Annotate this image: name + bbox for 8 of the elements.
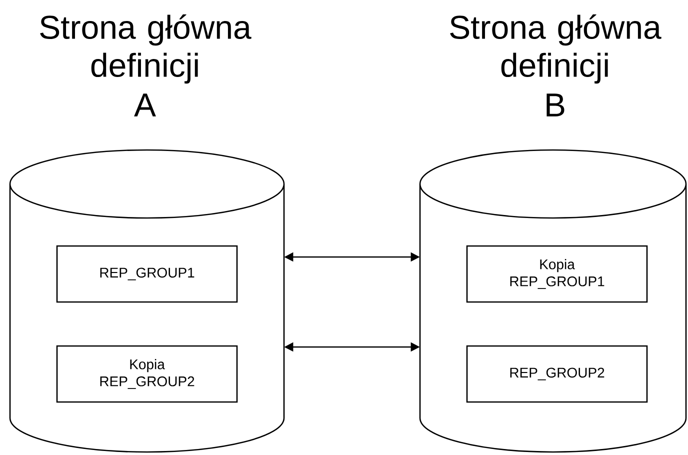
- group-box: Kopia REP_GROUP1: [466, 245, 648, 303]
- group-box: Kopia REP_GROUP2: [56, 345, 238, 403]
- heading: B: [546, 94, 564, 116]
- heading: Strona główna definicji: [450, 14, 662, 84]
- group-box: REP_GROUP1: [56, 245, 238, 303]
- heading: A: [134, 94, 156, 116]
- heading: Strona główna definicji: [40, 14, 252, 84]
- group-box: REP_GROUP2: [466, 345, 648, 403]
